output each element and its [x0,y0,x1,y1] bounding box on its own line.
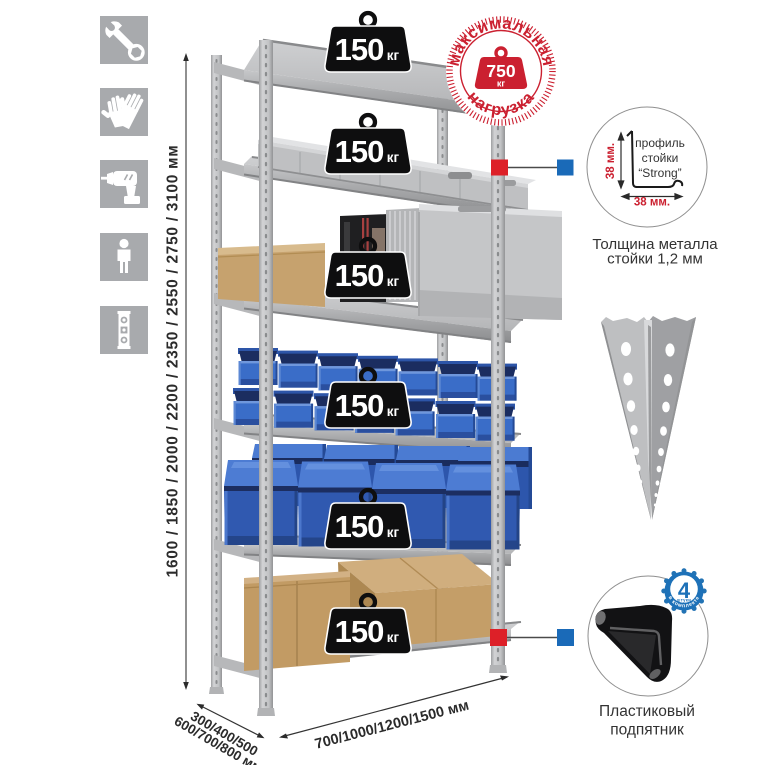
svg-text:кг: кг [497,79,506,89]
svg-text:38 мм.: 38 мм. [634,197,670,209]
svg-text:профиль: профиль [635,136,685,150]
svg-text:Толщина металла: Толщина металла [592,236,718,253]
svg-text:750: 750 [486,61,515,81]
svg-text:“Strong”: “Strong” [638,166,681,180]
svg-text:стойки: стойки [642,151,679,165]
svg-text:700/1000/1200/1500 мм: 700/1000/1200/1500 мм [313,698,470,753]
svg-text:стойки 1,2 мм: стойки 1,2 мм [607,251,703,268]
svg-text:38 мм.: 38 мм. [605,143,617,179]
svg-text:1600 / 1850 / 2000 / 2200 / 23: 1600 / 1850 / 2000 / 2200 / 2350 / 2550 … [165,145,182,578]
svg-text:подпятник: подпятник [610,722,684,739]
svg-text:штуки: штуки [677,598,691,603]
svg-text:4: 4 [678,578,691,603]
svg-text:Пластиковый: Пластиковый [599,703,695,720]
